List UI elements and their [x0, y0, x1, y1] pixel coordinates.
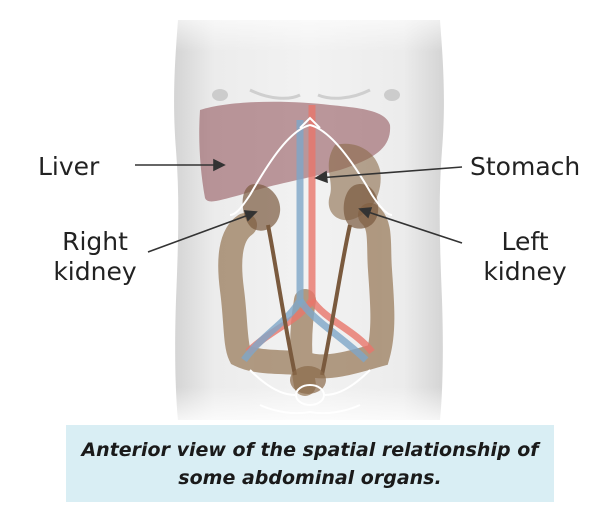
left-kidney — [343, 184, 379, 229]
left-kidney-label-line1: Left — [501, 227, 549, 256]
right-kidney-label-line1: Right — [62, 227, 128, 256]
left-kidney-label-line2: kidney — [483, 257, 567, 286]
liver-label: Liver — [38, 152, 100, 181]
right-kidney — [242, 184, 281, 231]
right-kidney-label-line2: kidney — [53, 257, 137, 286]
right-kidney-label: Right kidney — [40, 227, 150, 287]
bladder — [290, 366, 326, 394]
liver — [199, 101, 391, 202]
ureters — [266, 224, 352, 376]
caption-line2: some abdominal organs. — [178, 466, 442, 489]
caption-box: Anterior view of the spatial relationshi… — [66, 425, 554, 502]
left-kidney-label: Left kidney — [470, 227, 580, 287]
stomach-label: Stomach — [470, 152, 581, 181]
rib-cage — [229, 116, 393, 216]
pelvis — [249, 369, 371, 415]
caption-line1: Anterior view of the spatial relationshi… — [81, 438, 539, 461]
pointer-lines — [135, 158, 463, 253]
